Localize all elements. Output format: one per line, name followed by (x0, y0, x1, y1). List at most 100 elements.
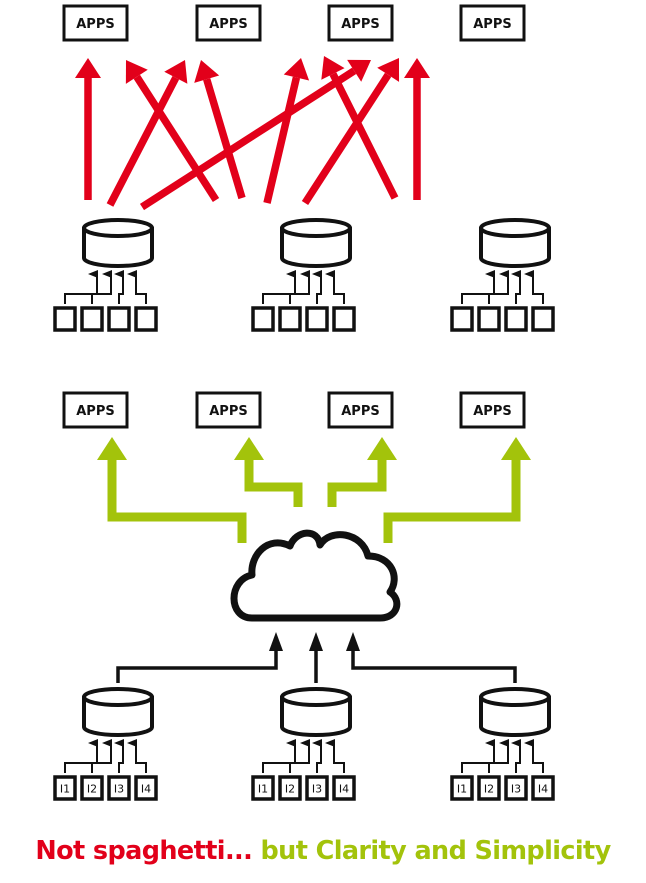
source-box: I3 (107, 775, 131, 801)
source-label: I2 (484, 783, 494, 796)
source-label: I4 (538, 783, 548, 796)
arrow-head (164, 60, 188, 84)
arrow-head (501, 437, 531, 460)
feed-arrow (114, 739, 124, 773)
source-box-frame (531, 306, 555, 332)
feed-arrow (488, 739, 509, 773)
apps-label: APPS (76, 404, 114, 419)
source-label: I2 (285, 783, 295, 796)
apps-box: APPS (195, 391, 262, 429)
apps-label: APPS (473, 17, 511, 32)
arrow-shaft (327, 458, 387, 507)
arrow-shaft (133, 74, 220, 203)
arrow-head (404, 58, 430, 78)
cloud-icon (230, 529, 401, 622)
spaghetti-arrow (321, 56, 399, 200)
spaghetti-arrow (75, 58, 101, 200)
database-icon (479, 226, 551, 268)
source-box (53, 306, 77, 332)
source-box-frame (504, 775, 528, 801)
source-box (251, 306, 275, 332)
database-top (82, 218, 154, 238)
feed-arrow (289, 270, 310, 304)
database-top (280, 687, 352, 707)
spaghetti-arrow (106, 60, 188, 207)
spaghetti-arrow (263, 58, 310, 204)
spaghetti-arrow (194, 60, 246, 200)
source-label: I3 (312, 783, 322, 796)
apps-label: APPS (473, 404, 511, 419)
source-box-frame (305, 306, 329, 332)
source-box (504, 306, 528, 332)
source-box-frame (477, 306, 501, 332)
source-box-frame (332, 306, 356, 332)
arrow-shaft (106, 76, 180, 207)
apps-box-frame (459, 4, 526, 42)
source-box (332, 306, 356, 332)
apps-box-frame (327, 4, 394, 42)
source-box-frame (134, 775, 158, 801)
source-box-frame (450, 306, 474, 332)
source-box-frame (477, 775, 501, 801)
database-icon (82, 695, 154, 737)
feed-arrow (262, 270, 296, 304)
feed-arrow (312, 739, 322, 773)
apps-label: APPS (341, 404, 379, 419)
spaghetti-arrow (404, 58, 430, 200)
arrow-head (97, 437, 127, 460)
source-box: I3 (504, 775, 528, 801)
source-label: I3 (114, 783, 124, 796)
database-icon (82, 226, 154, 268)
source-box-frame (80, 306, 104, 332)
feed-arrow (312, 270, 322, 304)
apps-box-frame (195, 391, 262, 429)
arrow-shaft (301, 72, 392, 206)
database-top (280, 218, 352, 238)
spaghetti-arrow (139, 59, 371, 211)
source-box-frame (251, 306, 275, 332)
source-box: I3 (305, 775, 329, 801)
source-box (305, 306, 329, 332)
database-top (82, 687, 154, 707)
source-box-frame (531, 775, 555, 801)
apps-box-frame (62, 4, 129, 42)
database-top (479, 687, 551, 707)
apps-label: APPS (341, 17, 379, 32)
feed-arrow (262, 739, 296, 773)
apps-box: APPS (327, 391, 394, 429)
database: I1 I2 I3 I4 (450, 687, 555, 801)
source-box: I1 (450, 775, 474, 801)
caption-clarity: but Clarity and Simplicity (260, 836, 612, 866)
source-box: I1 (53, 775, 77, 801)
clarity-arrow (97, 437, 247, 543)
arrow-head (125, 60, 148, 84)
arrow-shaft (244, 458, 303, 507)
top-databases (53, 218, 555, 332)
feed-arrow (325, 739, 345, 773)
source-box (107, 306, 131, 332)
source-box (531, 306, 555, 332)
source-label: I1 (457, 783, 467, 796)
source-box: I2 (278, 775, 302, 801)
db-to-cloud-connector (116, 650, 278, 683)
source-box: I2 (80, 775, 104, 801)
arrow-shaft (203, 78, 246, 200)
source-box-frame (332, 775, 356, 801)
source-box: I4 (134, 775, 158, 801)
source-box: I2 (477, 775, 501, 801)
arrow-head (346, 632, 360, 651)
feed-arrow (127, 270, 147, 304)
source-box (477, 306, 501, 332)
spaghetti-arrows (75, 56, 430, 211)
arrow-shaft (329, 72, 399, 200)
database (450, 218, 555, 332)
source-box: I4 (332, 775, 356, 801)
caption-not-spaghetti: Not spaghetti... (35, 836, 253, 866)
database-icon (280, 695, 352, 737)
database-top (479, 218, 551, 238)
source-box (450, 306, 474, 332)
db-to-cloud-connector (351, 650, 517, 683)
